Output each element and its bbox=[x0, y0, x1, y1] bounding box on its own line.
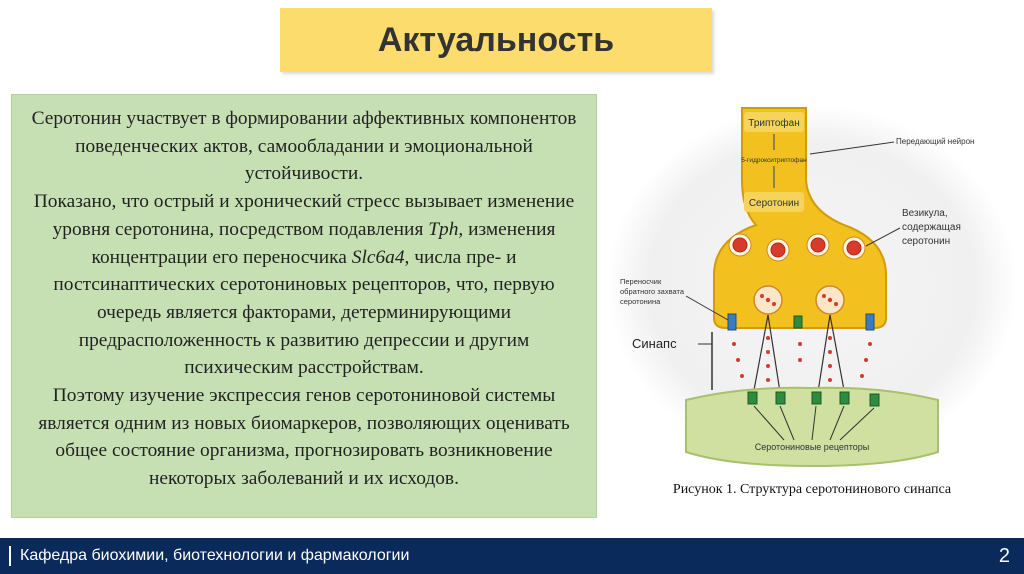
synapse-diagram: Триптофан 5-гидрокситриптофан Серотонин bbox=[604, 100, 1020, 480]
receptors-label: Серотониновые рецепторы bbox=[755, 442, 870, 452]
tryptophan-label: Триптофан bbox=[748, 117, 799, 129]
vesicle-pointer bbox=[865, 227, 901, 247]
release-arrows bbox=[753, 314, 845, 393]
reuptake-transporters bbox=[727, 313, 875, 331]
paragraph-2-part-a: Показано, что острый и хронический стрес… bbox=[33, 191, 575, 240]
neuron-pointer bbox=[809, 141, 895, 155]
text-panel: Серотонин участвует в формировании аффек… bbox=[11, 94, 597, 518]
paragraph-3: Поэтому изучение экспрессия генов серото… bbox=[38, 385, 570, 490]
slc6a4-gene: Slc6a4 bbox=[351, 246, 405, 268]
vesicles-filled bbox=[728, 233, 866, 262]
postsynaptic-membrane bbox=[685, 386, 939, 468]
synapse-label: Синапс bbox=[632, 336, 677, 351]
paragraph-2-part-b: , изменения концентрации его переносчика bbox=[91, 218, 556, 268]
footer-divider bbox=[9, 546, 11, 566]
serotonin-molecules bbox=[732, 336, 872, 382]
department-name: Кафедра биохимии, биотехнологии и фармак… bbox=[20, 547, 410, 564]
transporter-label-1: Переносчик bbox=[620, 277, 662, 286]
page-number: 2 bbox=[998, 545, 1010, 567]
vesicles-releasing bbox=[753, 285, 845, 315]
vesicle-label-2: содержащая bbox=[902, 222, 961, 233]
vesicle-label-1: Везикула, bbox=[902, 208, 948, 219]
figure-caption: Рисунок 1. Структура серотонинового сина… bbox=[672, 482, 952, 497]
transporter-pointer bbox=[685, 295, 729, 321]
serotonin-label: Серотонин bbox=[749, 198, 799, 209]
transporter-label-2: обратного захвата bbox=[620, 287, 685, 296]
synapse-illustration: Триптофан 5-гидрокситриптофан Серотонин bbox=[607, 105, 1017, 468]
neuron-label: Передающий нейрон bbox=[896, 137, 974, 146]
tryptophan-label-bg bbox=[744, 112, 804, 132]
receptor-pointers bbox=[753, 405, 875, 441]
transporter-label-3: серотонина bbox=[620, 297, 661, 306]
page-title: Актуальность bbox=[377, 20, 615, 59]
vesicle-label-3: серотонин bbox=[902, 236, 950, 247]
tph-gene: Tph bbox=[428, 218, 459, 240]
serotonin-receptors bbox=[747, 391, 880, 407]
serotonin-label-bg bbox=[744, 192, 804, 212]
footer-bar: Кафедра биохимии, биотехнологии и фармак… bbox=[0, 538, 1024, 574]
paragraph-2: Показано, что острый и хронический стрес… bbox=[26, 188, 582, 382]
hydroxytryptophan-label: 5-гидрокситриптофан bbox=[741, 157, 807, 164]
paragraph-1: Серотонин участвует в формировании аффек… bbox=[31, 108, 577, 185]
paragraph-2-part-c: , числа пре- и постсинаптических серотон… bbox=[53, 246, 555, 379]
title-banner: Актуальность bbox=[280, 8, 712, 72]
